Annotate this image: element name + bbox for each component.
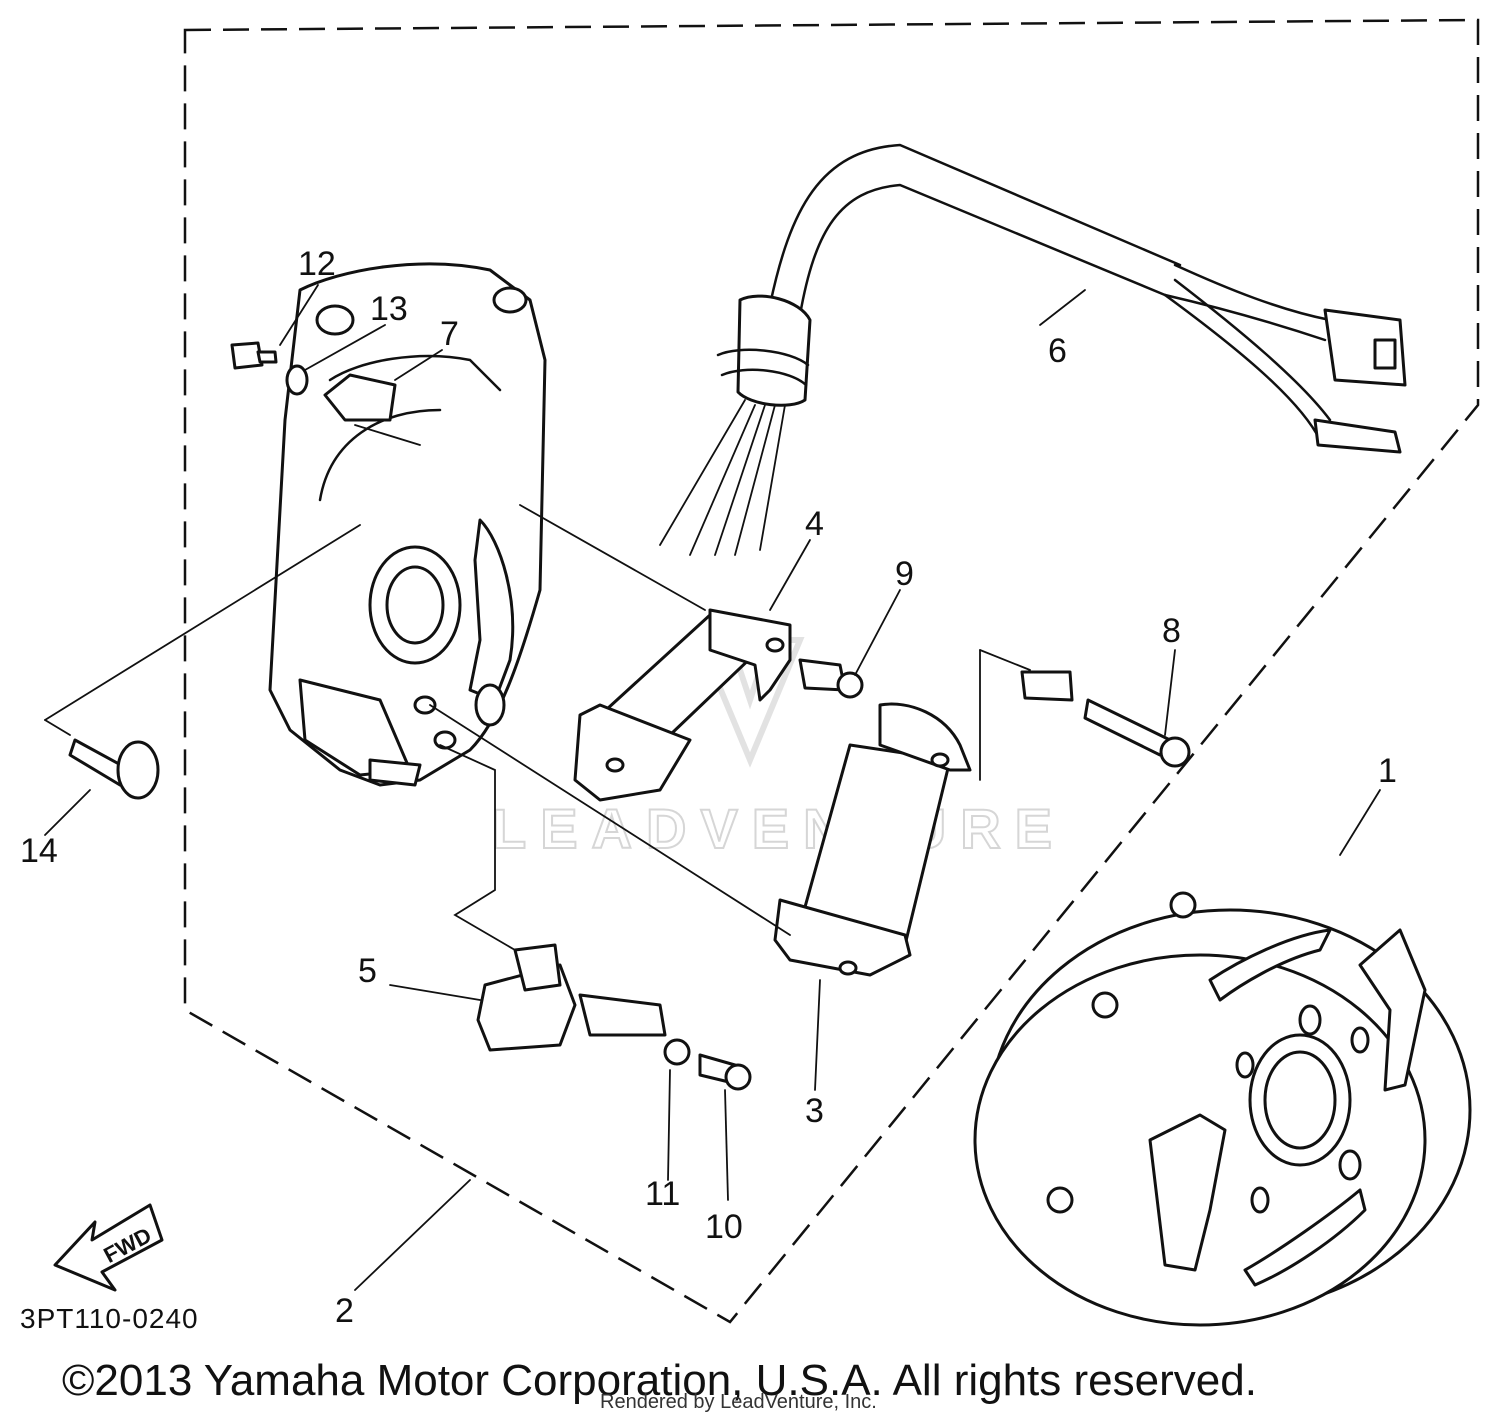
callout-14: 14	[20, 832, 58, 870]
pulser-coil	[476, 943, 667, 1052]
callout-7: 7	[440, 315, 459, 353]
callout-6: 6	[1048, 332, 1067, 370]
callout-9: 9	[895, 555, 914, 593]
callout-8: 8	[1162, 612, 1181, 650]
rendered-by-notice: Rendered by LeadVenture, Inc.	[600, 1391, 877, 1413]
callout-11: 11	[645, 1175, 680, 1213]
callout-labels: 1 2 3 4 5 6 7 8 9 10 11 12 13 14	[20, 245, 1397, 1330]
leader-lines	[44, 284, 1381, 1291]
watermark: LEADVENTURE	[491, 637, 1066, 861]
reference-code: 3PT110-0240	[20, 1303, 199, 1334]
callout-2: 2	[335, 1292, 354, 1330]
wire-harness	[659, 143, 1407, 556]
watermark-text: LEADVENTURE	[492, 797, 1066, 860]
callout-5: 5	[358, 952, 377, 990]
copyright-notice: ©2013 Yamaha Motor Corporation, U.S.A. A…	[62, 1356, 1257, 1405]
callout-10: 10	[705, 1208, 743, 1246]
callout-4: 4	[805, 505, 824, 543]
stator-assembly-boundary	[183, 18, 1480, 1324]
source-coil	[773, 702, 972, 977]
callout-1: 1	[1378, 752, 1397, 790]
charging-coil	[573, 608, 792, 802]
stator-plate	[268, 262, 547, 787]
small-parts	[68, 341, 1191, 1091]
flywheel-rotor	[973, 891, 1472, 1327]
fwd-arrow-icon: FWD	[53, 1203, 164, 1292]
callout-3: 3	[805, 1092, 824, 1130]
callout-13: 13	[370, 290, 408, 328]
callout-12: 12	[298, 245, 336, 283]
